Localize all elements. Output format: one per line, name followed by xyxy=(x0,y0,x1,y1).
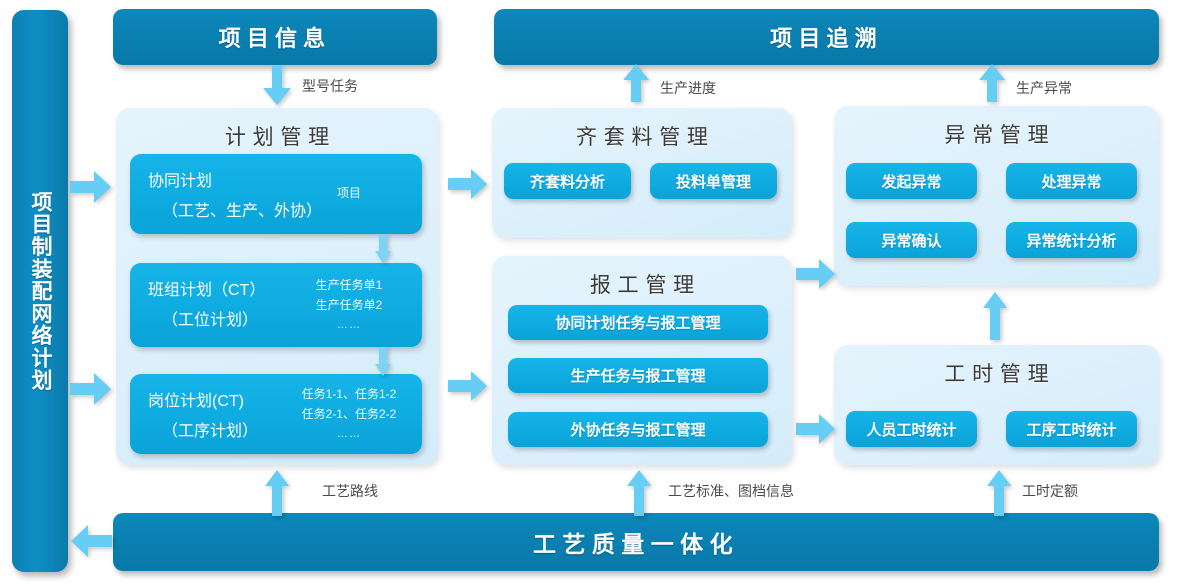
card-team-plan-side: 生产任务单1 生产任务单2 …… xyxy=(290,263,408,347)
button-process-manhour-stat[interactable]: 工序工时统计 xyxy=(1006,411,1137,447)
card-team-plan-side-2: 生产任务单2 xyxy=(315,297,383,312)
button-exception-statistics-label: 异常统计分析 xyxy=(1026,232,1117,250)
button-confirm-exception-label: 异常确认 xyxy=(881,232,942,250)
panel-exception-management-title: 异常管理 xyxy=(944,124,1056,147)
button-collab-task-report[interactable]: 协同计划任务与报工管理 xyxy=(508,305,768,340)
arrow-right-sidebar-to-plan-top-icon xyxy=(70,171,111,203)
sidebar-project-network-plan[interactable]: 项目制装配网络计划 xyxy=(12,10,68,572)
button-feeding-order[interactable]: 投料单管理 xyxy=(650,163,777,199)
button-outsourcing-task-report-label: 外协任务与报工管理 xyxy=(570,422,706,439)
label-production-exception: 生产异常 xyxy=(1016,80,1072,96)
card-collaborative-plan-line1: 协同计划 xyxy=(148,173,213,190)
button-handle-exception-label: 处理异常 xyxy=(1041,173,1102,191)
header-project-info[interactable]: 项目信息 xyxy=(113,9,437,65)
arrow-up-process-route-icon xyxy=(265,470,289,516)
card-position-plan[interactable]: 岗位计划(CT) （工序计划） 任务1-1、任务1-2 任务2-1、任务2-2 … xyxy=(130,374,422,454)
button-exception-statistics[interactable]: 异常统计分析 xyxy=(1006,222,1137,258)
button-handle-exception[interactable]: 处理异常 xyxy=(1006,163,1137,199)
button-raise-exception[interactable]: 发起异常 xyxy=(846,163,977,199)
button-kitting-analysis[interactable]: 齐套料分析 xyxy=(504,163,631,199)
card-position-plan-line1: 岗位计划(CT) xyxy=(148,393,244,410)
card-collaborative-plan[interactable]: 协同计划 （工艺、生产、外协） 项目 xyxy=(130,154,422,234)
arrow-right-report-to-exception-icon xyxy=(796,259,835,289)
card-collaborative-plan-line2: （工艺、生产、外协） xyxy=(162,203,323,220)
footer-label: 工艺质量一体化 xyxy=(532,531,740,557)
card-team-plan-line2: （工位计划） xyxy=(162,312,259,329)
card-team-plan-side-3: …… xyxy=(336,318,362,331)
card-collaborative-plan-side: 项目 xyxy=(290,154,408,234)
arrow-down-model-task-icon xyxy=(263,66,291,105)
button-process-manhour-stat-label: 工序工时统计 xyxy=(1026,421,1117,439)
card-collaborative-plan-side-1: 项目 xyxy=(336,186,361,201)
card-position-plan-side-3: …… xyxy=(336,427,362,440)
card-position-plan-line2: （工序计划） xyxy=(162,423,259,440)
button-staff-manhour-stat-label: 人员工时统计 xyxy=(866,421,957,439)
panel-work-report-title: 报工管理 xyxy=(589,274,701,297)
card-team-plan-side-1: 生产任务单1 xyxy=(315,278,383,293)
panel-manhour-management-title: 工时管理 xyxy=(944,363,1056,386)
card-position-plan-side-2: 任务2-1、任务2-2 xyxy=(301,406,397,421)
header-project-trace[interactable]: 项目追溯 xyxy=(494,9,1159,65)
arrow-right-sidebar-to-plan-bottom-icon xyxy=(70,373,111,405)
card-team-plan[interactable]: 班组计划（CT） （工位计划） 生产任务单1 生产任务单2 …… xyxy=(130,263,422,347)
arrow-up-manhour-to-exception-icon xyxy=(983,292,1007,340)
arrow-right-plan-to-report-icon xyxy=(448,371,487,401)
header-project-trace-label: 项目追溯 xyxy=(770,26,883,51)
button-production-task-report-label: 生产任务与报工管理 xyxy=(570,368,706,385)
button-production-task-report[interactable]: 生产任务与报工管理 xyxy=(508,358,768,393)
arrow-up-production-exception-icon xyxy=(979,64,1005,102)
label-process-standard: 工艺标准、图档信息 xyxy=(668,483,794,499)
card-position-plan-side: 任务1-1、任务1-2 任务2-1、任务2-2 …… xyxy=(290,374,408,454)
panel-plan-management-title: 计划管理 xyxy=(224,126,336,149)
panel-material-kitting-title: 齐套料管理 xyxy=(576,126,715,149)
arrow-up-manhour-quota-icon xyxy=(987,470,1011,516)
header-project-info-label: 项目信息 xyxy=(218,26,332,51)
label-model-task: 型号任务 xyxy=(302,78,358,94)
panel-manhour-management: 工时管理 xyxy=(834,345,1159,465)
button-confirm-exception[interactable]: 异常确认 xyxy=(846,222,977,258)
button-staff-manhour-stat[interactable]: 人员工时统计 xyxy=(846,411,977,447)
label-manhour-quota: 工时定额 xyxy=(1022,483,1078,499)
button-outsourcing-task-report[interactable]: 外协任务与报工管理 xyxy=(508,412,768,447)
arrow-up-process-standard-icon xyxy=(627,470,651,516)
button-kitting-analysis-label: 齐套料分析 xyxy=(529,173,605,191)
arrow-right-report-to-manhour-icon xyxy=(796,414,835,444)
card-position-plan-side-1: 任务1-1、任务1-2 xyxy=(301,387,397,402)
label-process-route: 工艺路线 xyxy=(322,483,378,499)
label-production-progress: 生产进度 xyxy=(660,80,716,96)
sidebar-label: 项目制装配网络计划 xyxy=(28,190,52,392)
button-feeding-order-label: 投料单管理 xyxy=(675,173,751,191)
footer-process-quality-integration[interactable]: 工艺质量一体化 xyxy=(113,513,1159,571)
arrow-up-production-progress-icon xyxy=(623,64,649,102)
button-raise-exception-label: 发起异常 xyxy=(881,173,942,191)
button-collab-task-report-label: 协同计划任务与报工管理 xyxy=(555,315,721,332)
card-team-plan-line1: 班组计划（CT） xyxy=(148,282,266,299)
arrow-down-team-to-position-icon xyxy=(375,347,391,376)
arrow-left-footer-to-sidebar-icon xyxy=(71,525,112,557)
arrow-down-collab-to-team-icon xyxy=(375,234,391,263)
arrow-right-plan-to-material-icon xyxy=(448,169,487,199)
